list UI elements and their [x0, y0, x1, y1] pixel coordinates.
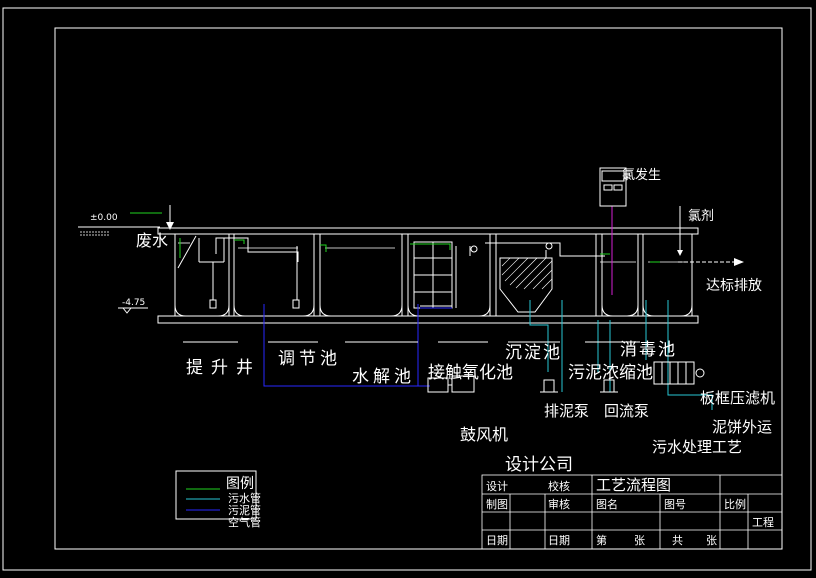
influent-arrow: 废水: [136, 205, 174, 250]
tb-sheet: 第: [596, 533, 607, 547]
submersible-pumps: [209, 262, 300, 309]
legend-item-air: 空气管: [228, 515, 261, 529]
title-block-cells: 设计 制图 校核 审核 日期 日期 图名 图号 第 张 共 张 比例 工程: [486, 479, 774, 547]
company-label: 设计公司: [505, 455, 573, 475]
lift-well-label: 提升井: [186, 358, 261, 378]
sludge-pump-label: 排泥泵: [544, 402, 589, 420]
tb-date-2: 日期: [548, 534, 570, 547]
tb-check: 校核: [548, 479, 570, 493]
sedimentation-tank-label: 沉淀池: [505, 343, 562, 363]
tb-review: 审核: [548, 497, 570, 511]
outer-frame: [2, 7, 812, 571]
discharge-label: 达标排放: [706, 278, 762, 294]
sludge-thickener-label: 污泥浓缩池: [568, 363, 653, 383]
tb-date-1: 日期: [486, 534, 508, 547]
title-block: [481, 474, 783, 550]
elevation-zero-label: ±0.00: [90, 213, 118, 223]
sludge-pump: [540, 379, 558, 393]
blower: [427, 375, 475, 393]
contact-oxidation-tank-label: 接触氧化池: [428, 363, 513, 383]
chlorinating-agent-feed: 氯剂: [677, 206, 714, 256]
tank-structure: [157, 227, 699, 324]
chlorinating-agent-label: 氯剂: [688, 209, 714, 224]
inner-frame: [54, 27, 783, 550]
ground-level-mark: ±0.00: [78, 213, 160, 236]
sludge-pipes: [529, 300, 713, 410]
chlorine-generator-label: 氯发生: [622, 167, 661, 183]
return-pump: [600, 379, 618, 393]
legend-item-sewage: 污水管: [228, 491, 261, 505]
air-pipes: [263, 304, 430, 387]
filter-press-label: 板框压滤机: [700, 389, 775, 407]
contact-media-frame: [413, 241, 457, 309]
tb-total: 共: [672, 534, 683, 547]
tb-draw: 制图: [486, 498, 508, 511]
project-title: 工艺流程图: [596, 476, 671, 494]
sludge-cake-label: 泥饼外运: [712, 418, 772, 436]
sewage-pipes: [130, 212, 660, 263]
equalization-tank-label: 调节池: [278, 349, 341, 369]
drawing-title: 污水处理工艺: [652, 438, 742, 456]
flow-pipe: [215, 237, 605, 262]
discharge-arrow: 达标排放: [678, 258, 762, 294]
tank-labels: 提升井 调节池 水解池 接触氧化池 沉淀池 消毒池 污泥浓缩池: [183, 340, 677, 387]
waste-water-label: 废水: [136, 231, 168, 250]
hydrolysis-tank-label: 水解池: [352, 367, 415, 387]
tb-project: 工程: [752, 516, 774, 529]
chlorine-generator: [599, 167, 627, 207]
sediment-hatch: [501, 257, 553, 290]
tb-sheets: 张: [634, 534, 645, 547]
legend-title: 图例: [226, 476, 254, 492]
tb-scale: 比例: [724, 497, 746, 511]
bar-screen: [177, 235, 197, 269]
tb-drawing-no: 图号: [664, 498, 686, 511]
blower-label: 鼓风机: [460, 425, 508, 444]
return-pump-label: 回流泵: [604, 402, 649, 420]
bottom-level-mark: -4.75: [118, 298, 148, 314]
disinfection-tank-label: 消毒池: [620, 340, 677, 360]
tb-design: 设计: [486, 480, 508, 493]
tb-total-sheets: 张: [706, 534, 717, 547]
legend-item-sludge: 污泥管: [228, 503, 261, 517]
tb-drawing-name: 图名: [596, 497, 618, 511]
filter-press: [653, 361, 705, 385]
elevation-bottom-label: -4.75: [122, 298, 145, 308]
legend: 图例 污水管 污泥管 空气管: [175, 470, 261, 529]
